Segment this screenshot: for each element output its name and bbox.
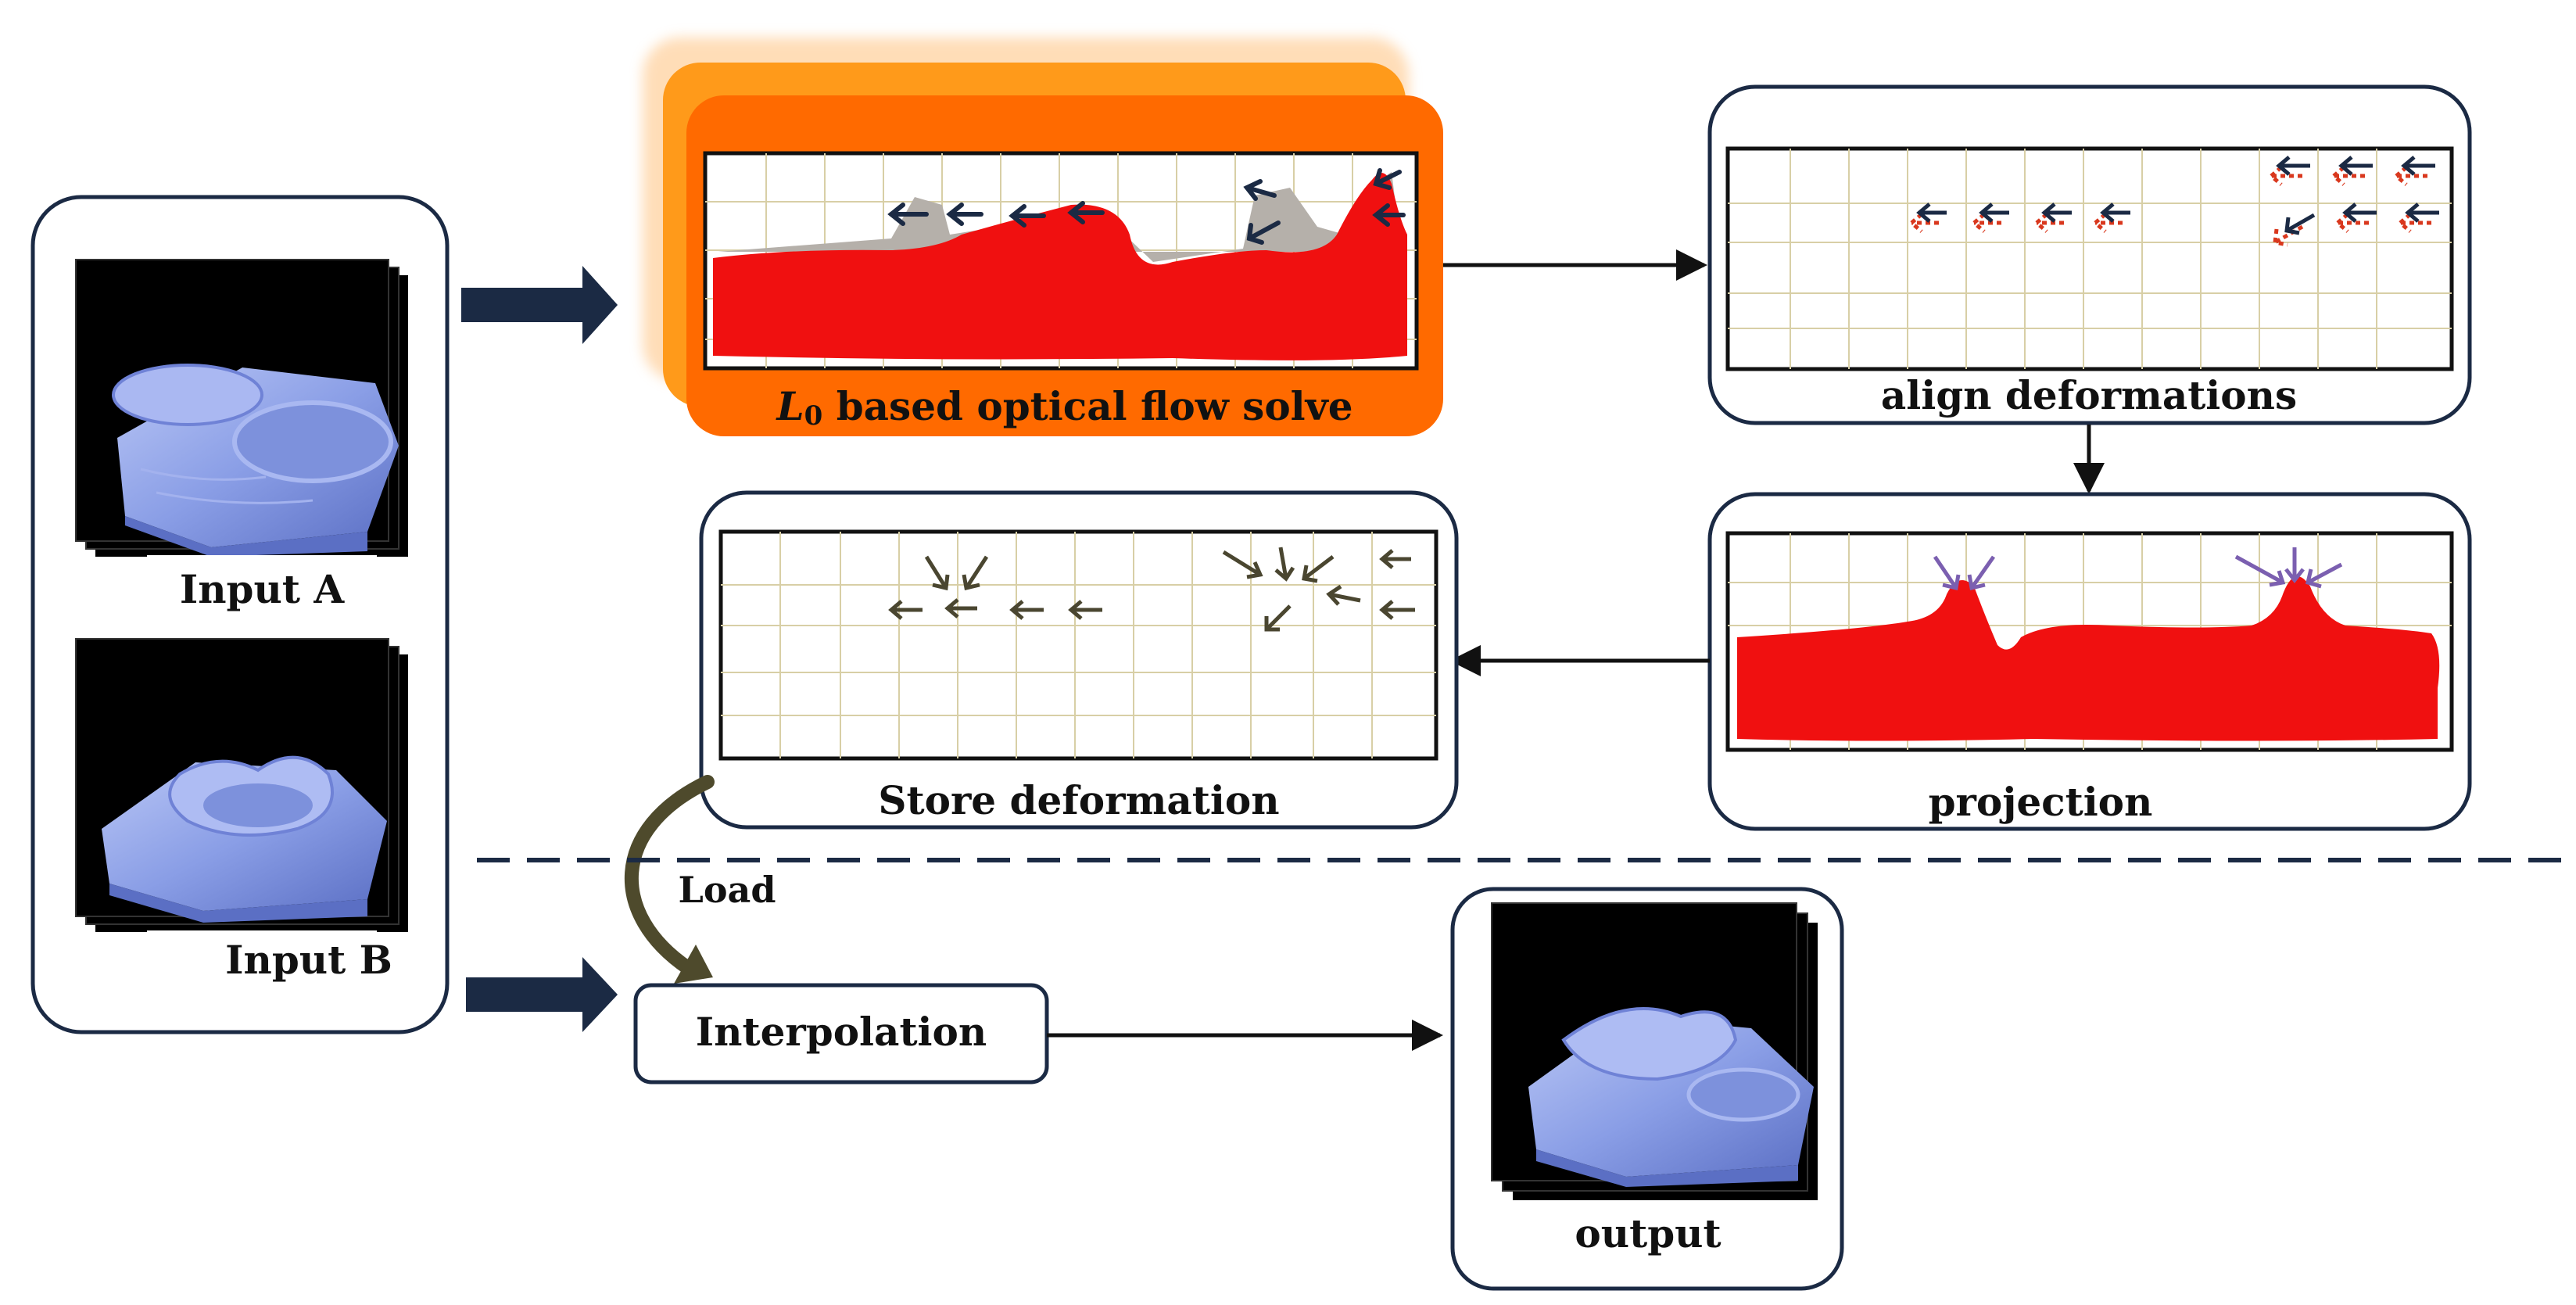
load-arrow [625, 775, 715, 984]
store-stage: Store deformation [699, 490, 1459, 830]
input-b-thumbnail [75, 638, 408, 932]
big-arrow-to-optical-flow [461, 266, 618, 344]
output-thumbnail [1491, 902, 1818, 1200]
align-panel [1725, 146, 2454, 371]
align-label: align deformations [1881, 372, 2297, 418]
store-label: Store deformation [878, 777, 1279, 823]
store-panel [718, 529, 1438, 761]
projection-stage: projection [1707, 492, 2472, 831]
interpolation-label: Interpolation [696, 1009, 987, 1055]
projection-arrows [1933, 547, 2343, 591]
align-arrows-red [1908, 166, 2431, 247]
optical-flow-arrows [887, 168, 1406, 245]
optical-flow-stage: L0 based optical flow solve [643, 38, 1443, 436]
input-b-label: Input B [225, 937, 392, 983]
input-a-thumbnail [75, 259, 408, 557]
output-stage: output [1450, 887, 1844, 1291]
store-arrows [888, 547, 1415, 632]
output-label: output [1575, 1210, 1721, 1257]
align-arrows-dark [1916, 156, 2439, 235]
align-stage: align deformations [1707, 84, 2472, 425]
projection-label: projection [1929, 779, 2153, 825]
optical-flow-fluid [713, 173, 1407, 360]
interpolation-stage: Interpolation [633, 983, 1049, 1085]
projection-fluid [1737, 576, 2440, 741]
input-panel: Input A Input B [30, 195, 450, 1034]
optical-flow-label: L0 based optical flow solve [775, 383, 1352, 432]
load-label: Load [679, 869, 776, 911]
big-arrow-to-interpolation [466, 957, 618, 1032]
input-a-label: Input A [180, 566, 346, 612]
